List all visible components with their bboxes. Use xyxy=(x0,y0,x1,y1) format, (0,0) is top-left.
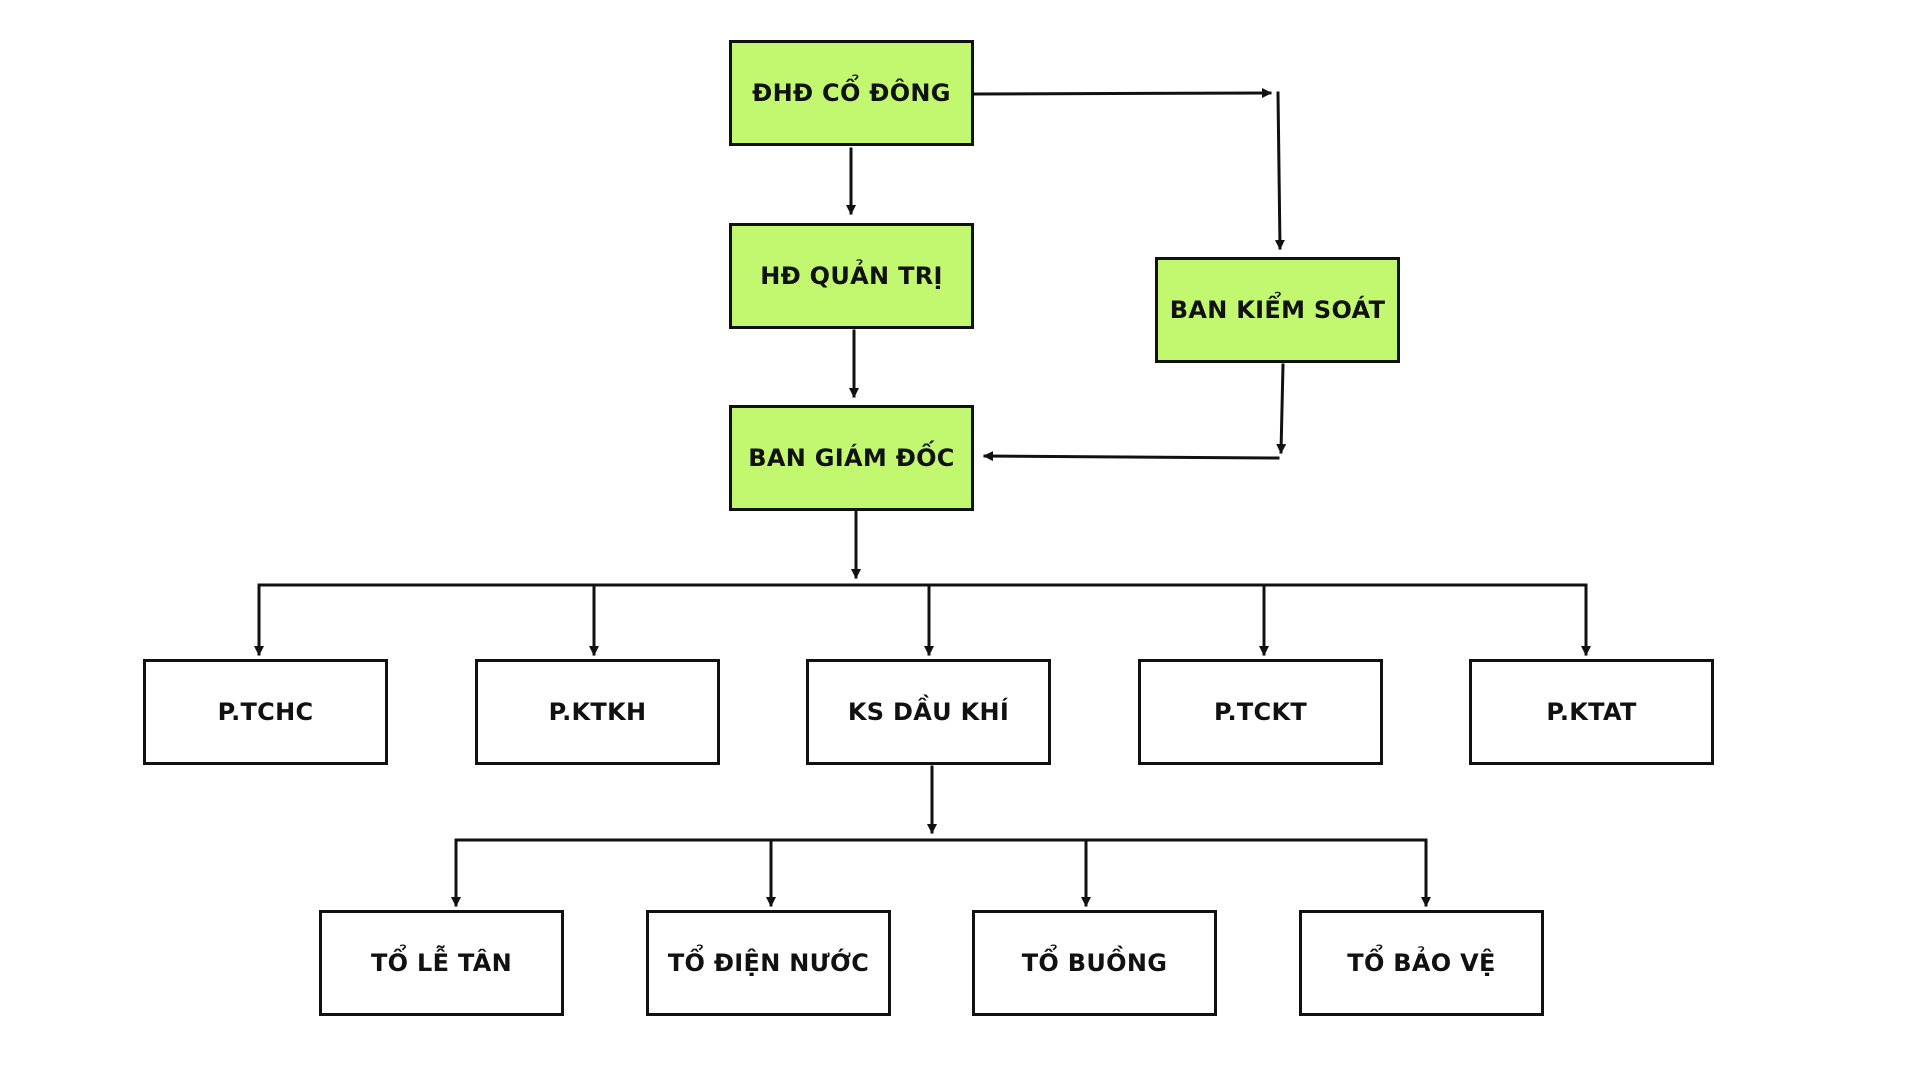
node-dhd-co-dong: ĐHĐ CỔ ĐÔNG xyxy=(729,40,974,146)
node-label: ĐHĐ CỔ ĐÔNG xyxy=(752,79,951,107)
node-label: BAN GIÁM ĐỐC xyxy=(748,444,955,472)
node-ban-kiem-soat: BAN KIỂM SOÁT xyxy=(1155,257,1400,363)
node-to-bao-ve: TỔ BẢO VỆ xyxy=(1299,910,1544,1016)
node-label: TỔ ĐIỆN NƯỚC xyxy=(667,949,870,977)
connector-to-bks xyxy=(1274,91,1285,250)
node-label: P.TCKT xyxy=(1213,698,1308,726)
node-p-ktkh: P.KTKH xyxy=(475,659,720,765)
node-to-dien-nuoc: TỔ ĐIỆN NƯỚC xyxy=(646,910,891,1016)
node-label: TỔ LỄ TÂN xyxy=(370,949,513,977)
node-label: BAN KIỂM SOÁT xyxy=(1169,296,1386,324)
node-p-tchc: P.TCHC xyxy=(143,659,388,765)
node-label: KS DẦU KHÍ xyxy=(847,698,1010,726)
connector-to-bgd xyxy=(983,451,1280,462)
connector-dhd-right xyxy=(973,88,1272,99)
node-label: TỔ BUỒNG xyxy=(1021,949,1168,977)
node-to-le-tan: TỔ LỄ TÂN xyxy=(319,910,564,1016)
node-hd-quan-tri: HĐ QUẢN TRỊ xyxy=(729,223,974,329)
node-label: TỔ BẢO VỆ xyxy=(1347,949,1496,977)
node-label: HĐ QUẢN TRỊ xyxy=(760,262,943,290)
node-label: P.KTKH xyxy=(548,698,647,726)
node-to-buong: TỔ BUỒNG xyxy=(972,910,1217,1016)
node-ban-giam-doc: BAN GIÁM ĐỐC xyxy=(729,405,974,511)
node-ks-dau-khi: KS DẦU KHÍ xyxy=(806,659,1051,765)
node-p-tckt: P.TCKT xyxy=(1138,659,1383,765)
node-label: P.TCHC xyxy=(217,698,314,726)
node-p-ktat: P.KTAT xyxy=(1469,659,1714,765)
connector-bks-down xyxy=(1276,363,1287,454)
node-label: P.KTAT xyxy=(1546,698,1637,726)
